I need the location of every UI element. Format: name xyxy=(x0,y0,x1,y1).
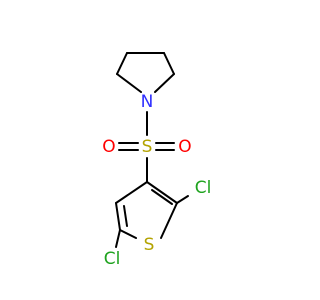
thiophene-ring xyxy=(115,181,178,239)
atom-cl-left-label: Cl xyxy=(104,249,121,269)
atom-s-sulfonyl-label: S xyxy=(142,137,153,157)
bond-c3-c2-inner xyxy=(151,189,173,205)
bond-c5-c4-inner xyxy=(123,205,128,227)
atom-cl-right-label: Cl xyxy=(195,178,212,198)
pyrrolidine-ring xyxy=(116,52,175,93)
bond-n-c2 xyxy=(116,73,142,93)
bond-c3-c2 xyxy=(146,181,178,204)
atom-s-ring-label: S xyxy=(144,235,155,255)
bond-c4-c3 xyxy=(115,181,148,204)
molecule-structure: N S O O S Cl Cl xyxy=(102,52,212,269)
atom-n-label: N xyxy=(141,92,154,112)
bond-s-c5 xyxy=(119,229,137,239)
bond-c2-s xyxy=(160,202,178,239)
sulfonyl-oxygen-bonds xyxy=(118,142,175,151)
bond-c4-c5 xyxy=(163,52,175,75)
bond-c5-c4 xyxy=(115,202,121,231)
atom-o-left-label: O xyxy=(102,137,115,157)
bond-c2-c3 xyxy=(116,52,128,75)
bond-c5-cl xyxy=(115,229,121,248)
bond-c2-cl xyxy=(176,195,189,204)
atom-o-right-label: O xyxy=(178,137,191,157)
bond-c5-n xyxy=(154,73,175,93)
